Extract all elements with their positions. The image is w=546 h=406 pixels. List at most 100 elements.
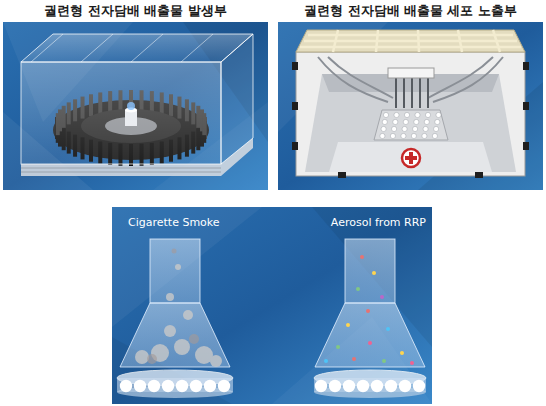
exposure-panel-part-part <box>382 119 387 124</box>
exposure-panel-part-part <box>434 126 439 131</box>
generator-panel-part <box>221 34 253 164</box>
comparison-panel-part-part <box>346 323 350 327</box>
comparison-panel-part-part <box>172 249 177 254</box>
exposure-panel-part-part <box>413 126 418 131</box>
comparison-panel-part-part <box>356 287 360 291</box>
comparison-panel-part-part <box>162 380 174 392</box>
comparison-panel-part-part <box>399 380 411 392</box>
generator-panel-part <box>21 62 221 164</box>
generator-panel-part <box>21 34 253 62</box>
exposure-panel-part-part <box>523 102 529 110</box>
exposure-panel-part-part <box>493 30 500 52</box>
panel-label: Cigarette Smoke <box>128 216 220 229</box>
exposure-panel-part-part <box>403 119 408 124</box>
exposure-panel-part <box>278 22 543 190</box>
exposure-panel-part <box>300 30 521 52</box>
exposure-panel-part-part <box>401 133 406 138</box>
exposure-panel-part-part <box>433 57 503 102</box>
comparison-panel-part-part <box>410 361 414 365</box>
panel: 궐련형 전자담배 배출물 발생부 <box>3 0 268 190</box>
comparison-panel-part-part <box>174 339 190 355</box>
comparison-panel-part-part <box>183 310 193 320</box>
exposure-panel-part <box>329 142 492 172</box>
exposure-panel-part-part <box>392 126 397 131</box>
exposure-panel-part-part <box>390 133 395 138</box>
comparison-panel-part-part <box>135 350 149 364</box>
exposure-panel-part-part <box>523 142 529 150</box>
comparison-panel-part-part <box>218 380 230 392</box>
exposure-panel-part-part <box>292 62 298 70</box>
exposure-panel-part-part <box>425 112 430 117</box>
comparison-panel-part-part <box>357 380 369 392</box>
exposure-panel-part-part <box>419 77 421 108</box>
comparison-panel-part <box>315 303 425 367</box>
comparison-panel-part-part <box>380 295 384 299</box>
exposure-panel-part-part <box>436 112 441 117</box>
comparison-panel-part-part <box>147 354 157 364</box>
exposure-panel-part <box>374 110 448 140</box>
exposure-panel-part-part <box>402 126 407 131</box>
comparison-panel-part-part <box>164 325 176 337</box>
comparison-panel-part-part <box>324 359 328 363</box>
exposure-panel-part-part <box>414 119 419 124</box>
exposure-panel-part <box>380 112 441 138</box>
generator-panel-part <box>3 22 268 190</box>
comparison-panel-part-part <box>315 380 327 392</box>
exposure-panel-part-part <box>292 102 298 110</box>
generator-panel-part <box>181 34 213 62</box>
comparison-panel-part-part <box>372 271 376 275</box>
comparison-panel-part-part <box>413 380 425 392</box>
exposure-panel-part-part <box>380 133 385 138</box>
exposure-panel <box>278 22 543 190</box>
exposure-panel-part-part <box>381 126 386 131</box>
comparison-panel-part <box>315 380 425 392</box>
comparison-panel-part-part <box>329 380 341 392</box>
exposure-panel-part <box>318 57 503 102</box>
comparison-panel-part-part <box>352 357 356 361</box>
comparison-panel-part-part <box>400 351 404 355</box>
comparison-panel-part <box>112 207 432 404</box>
panel: 궐련형 전자담배 배출물 세포 노출부 <box>278 0 543 190</box>
comparison-panel-part <box>324 255 414 365</box>
exposure-panel-part-part <box>411 77 413 108</box>
generator-panel-part <box>31 34 63 62</box>
comparison-panel-part-part <box>189 334 199 344</box>
exposure-panel-part-part <box>458 30 462 52</box>
exposure-panel-part <box>292 62 529 178</box>
exposure-panel-part-part <box>423 126 428 131</box>
comparison-panel-part <box>147 249 199 365</box>
generator-panel-part <box>81 34 113 62</box>
generator-panel-part <box>131 34 163 62</box>
generator-panel-part <box>21 172 221 173</box>
exposure-panel-part <box>296 52 525 176</box>
exposure-panel-part-part <box>318 57 388 102</box>
exposure-panel-part-part <box>422 133 427 138</box>
exposure-panel-part-part <box>394 112 399 117</box>
comparison-panel-part-part <box>360 255 364 259</box>
exposure-panel-part-part <box>292 142 298 150</box>
panel-label: Aerosol from RRP <box>331 216 426 229</box>
exposure-panel-part <box>396 77 428 108</box>
exposure-panel-part-part <box>328 57 393 98</box>
exposure-panel-part-part <box>404 112 409 117</box>
exposure-panel-part-part <box>393 119 398 124</box>
comparison-panel-part <box>345 239 395 303</box>
exposure-panel-part-part <box>308 34 513 37</box>
exposure-panel-part-part <box>427 77 429 108</box>
comparison-panel-part-part <box>336 345 340 349</box>
comparison-panel-part <box>120 303 230 367</box>
exposure-panel-part <box>305 74 516 172</box>
comparison-panel-part <box>120 380 230 392</box>
comparison-panel-part-part <box>371 380 383 392</box>
comparison-panel-part-part <box>385 380 397 392</box>
comparison-panel-part-part <box>382 359 386 363</box>
comparison-panel <box>112 207 432 404</box>
comparison-panel-part-part <box>166 293 174 301</box>
exposure-panel-part-part <box>376 30 378 52</box>
exposure-panel-part-part <box>338 172 346 178</box>
comparison-panel-part-part <box>175 264 181 270</box>
